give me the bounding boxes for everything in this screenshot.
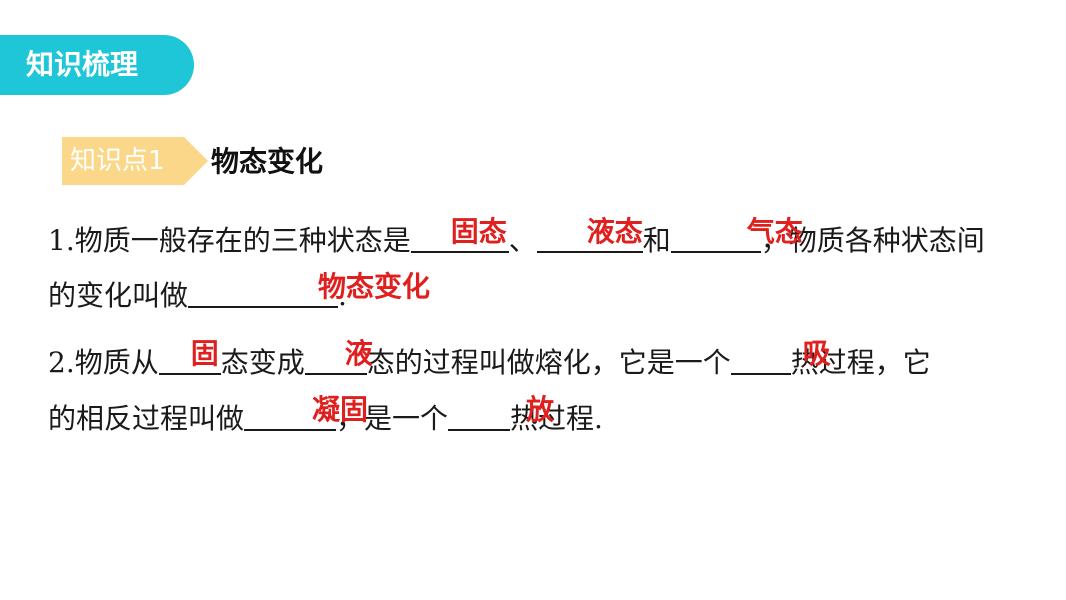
q1-text-4: ，物质各种状态间 [760,224,985,257]
knowledge-point-title: 物态变化 [211,145,324,178]
q2-line-1: 2.物质从固态变成 液态的过程叫做熔化，它是一个 吸热过程，它 [48,337,931,383]
q1-line-1: 1.物质一般存在的三种状态是 固态、 液态和 气态，物质各种状态间 [48,215,985,261]
q2-blank-2: 液 [304,337,373,375]
q2-text-2: 态变成 [220,346,305,379]
q2-answer-1: 固 [190,337,219,370]
q1-blank-2: 液态 [536,215,643,253]
q1-line-2: 的变化叫做 物态变化. [48,270,430,316]
q2-line2-text-3: 热过程. [510,402,603,435]
q2-blank-1: 固 [158,337,221,375]
q2-text-3: 态的过程叫做熔化，它是一个 [366,346,731,379]
q2-line2-text-1: 的相反过程叫做 [48,402,245,435]
q2-line2-text-2: ，是一个 [336,402,449,435]
knowledge-point-badge: 知识点1 [62,137,208,185]
q1-blank-3: 气态 [670,215,803,253]
q2-line2-blank-2: 放 [448,393,554,431]
q1-line2-text-2: . [338,279,347,312]
q1-answer-3: 气态 [746,215,803,248]
q1-text-1: 1.物质一般存在的三种状态是 [48,224,411,257]
q2-line2-answer-1: 凝固 [312,393,369,426]
q2-line2-blank-1: 凝固 [244,393,368,431]
q1-line2-answer-1: 物态变化 [318,270,431,303]
q2-line-2: 的相反过程叫做 凝固，是一个 放热过程. [48,393,603,439]
section-title-tab: 知识梳理 [0,35,194,95]
q1-text-2: 、 [508,224,537,257]
q2-text-4: 热过程，它 [790,346,931,379]
q1-answer-1: 固态 [450,215,507,248]
q2-line2-answer-2: 放 [526,393,555,426]
q1-line2-text-1: 的变化叫做 [48,279,189,312]
q2-answer-3: 吸 [802,337,831,370]
q2-answer-2: 液 [344,337,373,370]
q1-text-3: 和 [642,224,671,257]
q1-line2-blank-1: 物态变化 [188,270,430,308]
q2-blank-3: 吸 [730,337,831,375]
q1-blank-1: 固态 [410,215,509,253]
q2-text-1: 2.物质从 [48,346,159,379]
q1-answer-2: 液态 [586,215,643,248]
